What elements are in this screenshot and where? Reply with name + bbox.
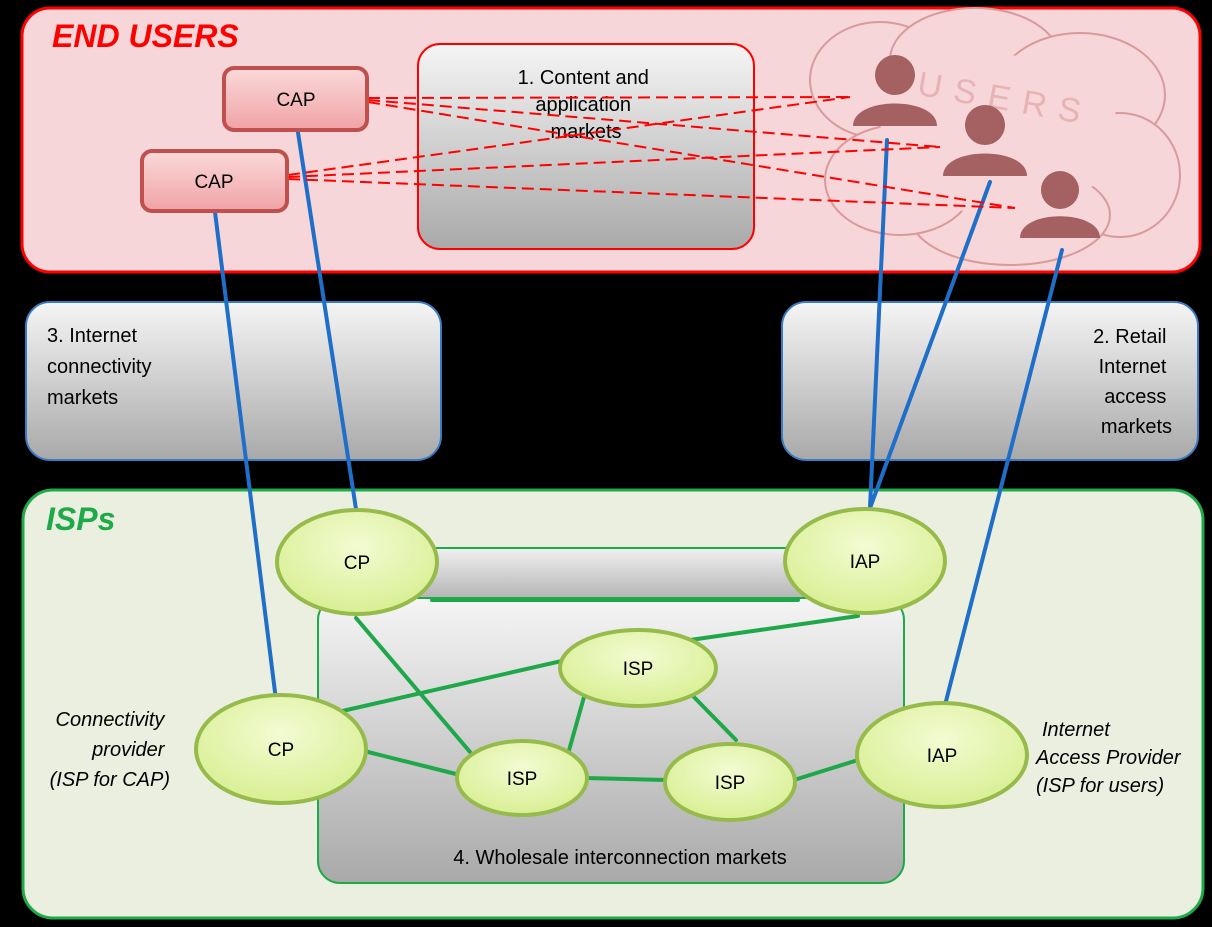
content-market-line-1: 1. Content and bbox=[518, 67, 649, 89]
user-icon bbox=[943, 105, 1027, 176]
content-market-box bbox=[417, 43, 755, 250]
content-market-label: 1. Content and application markets bbox=[518, 67, 655, 143]
access-link-user3-iap-right bbox=[943, 248, 1064, 707]
cap-node-left: CAP bbox=[140, 149, 289, 213]
content-links bbox=[287, 96, 1016, 209]
iap-node-top-label: IAP bbox=[850, 552, 881, 573]
interconnect-links bbox=[336, 598, 860, 782]
connectivity-market-box bbox=[25, 301, 442, 461]
cap-node-left-label: CAP bbox=[194, 172, 233, 193]
internet-access-provider-annotation: Internet Access Provider (ISP for users) bbox=[1035, 719, 1186, 797]
retail-market-label: 2. Retail Internet access markets bbox=[1093, 326, 1172, 438]
content-link-6 bbox=[287, 178, 1016, 209]
content-link-1 bbox=[367, 96, 851, 99]
isp-node-right-label: ISP bbox=[715, 773, 746, 794]
isp-node-mid-label: ISP bbox=[623, 659, 654, 680]
link-cp-left-isp-mid bbox=[336, 658, 568, 714]
retail-market-line-1: 2. Retail bbox=[1093, 326, 1166, 348]
cap-node-top: CAP bbox=[222, 66, 369, 132]
iap-node-right-label: IAP bbox=[927, 746, 958, 767]
access-link-user2-iap-top bbox=[868, 180, 992, 510]
connectivity-market-line-1: 3. Internet bbox=[47, 325, 138, 347]
iap-node-right: IAP bbox=[855, 701, 1029, 809]
link-isp-mid-isp-left bbox=[566, 695, 586, 756]
access-link-cap-left-cp-left bbox=[211, 194, 278, 702]
retail-market-line-4: markets bbox=[1101, 416, 1172, 438]
user-icon bbox=[1020, 171, 1100, 238]
isps-title: ISPs bbox=[46, 501, 115, 537]
connectivity-provider-line-3: (ISP for CAP) bbox=[50, 769, 170, 791]
isp-node-left: ISP bbox=[455, 739, 589, 817]
connectivity-market-label: 3. Internet connectivity markets bbox=[47, 325, 157, 409]
content-link-4 bbox=[287, 96, 851, 176]
retail-market-line-2: Internet bbox=[1099, 356, 1167, 378]
cp-node-top-label: CP bbox=[344, 553, 370, 574]
isp-node-mid: ISP bbox=[558, 628, 718, 708]
user-icon bbox=[853, 55, 937, 126]
connectivity-provider-annotation: Connectivity provider (ISP for CAP) bbox=[50, 709, 170, 791]
link-iap-top-isp-mid bbox=[688, 614, 860, 642]
link-isp-mid-isp-right bbox=[688, 691, 738, 742]
cap-node-top-label: CAP bbox=[276, 90, 315, 111]
retail-market-box bbox=[781, 301, 1199, 461]
content-market-line-2: application bbox=[535, 94, 631, 116]
end-users-title: END USERS bbox=[52, 18, 239, 54]
cp-node-left: CP bbox=[194, 693, 368, 805]
link-cp-top-isp-left bbox=[354, 616, 472, 754]
content-link-3 bbox=[367, 101, 1016, 209]
access-links bbox=[211, 124, 1064, 707]
isp-node-left-label: ISP bbox=[507, 769, 538, 790]
internet-access-provider-line-2: Access Provider bbox=[1035, 747, 1182, 769]
isp-node-right: ISP bbox=[663, 742, 797, 822]
connectivity-market-line-3: markets bbox=[47, 387, 118, 409]
link-isp-right-iap-right bbox=[792, 758, 860, 782]
cp-node-top: CP bbox=[275, 508, 439, 616]
link-cp-left-isp-left bbox=[366, 750, 462, 777]
retail-market-line-3: access bbox=[1104, 386, 1166, 408]
content-market-line-3: markets bbox=[550, 121, 621, 143]
link-isp-left-isp-right bbox=[584, 776, 668, 782]
wholesale-market-label: 4. Wholesale interconnection markets bbox=[453, 847, 787, 869]
connectivity-provider-line-1: Connectivity bbox=[56, 709, 166, 731]
access-link-cap-top-cp-top bbox=[295, 124, 360, 524]
connectivity-market-line-2: connectivity bbox=[47, 356, 152, 378]
internet-access-provider-line-3: (ISP for users) bbox=[1036, 775, 1164, 797]
iap-node-top: IAP bbox=[783, 507, 947, 615]
content-link-2 bbox=[367, 99, 941, 148]
connectivity-provider-line-2: provider bbox=[91, 739, 166, 761]
cp-node-left-label: CP bbox=[268, 740, 294, 761]
internet-access-provider-line-1: Internet bbox=[1042, 719, 1111, 741]
content-link-5 bbox=[287, 146, 941, 178]
access-link-user1-iap-top bbox=[868, 138, 889, 510]
